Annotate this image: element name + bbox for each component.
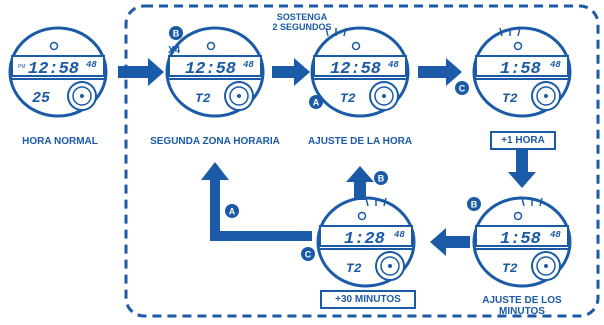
label-hora-normal: HORA NORMAL (22, 136, 98, 147)
button-b-marker-3: B (374, 171, 388, 185)
svg-text:48: 48 (394, 230, 405, 240)
setting-mode-frame (124, 4, 600, 318)
button-c-marker-1: C (455, 81, 469, 95)
svg-text:A: A (313, 98, 320, 108)
watch-ajuste-minutos: 1:58 48 T2 (472, 196, 572, 288)
svg-text:1:58: 1:58 (500, 60, 541, 79)
sostenga-label: SOSTENGA 2 SEGUNDOS (272, 12, 332, 32)
arrow-ajuste-hora-to-mas-una (418, 58, 462, 86)
svg-text:12:58: 12:58 (185, 60, 236, 79)
arrow-down-to-ajuste-minutos (508, 150, 536, 188)
svg-text:C: C (459, 84, 466, 94)
svg-text:12:58: 12:58 (330, 60, 381, 79)
label-segunda-zona: SEGUNDA ZONA HORARIA (150, 136, 280, 147)
label-mas-30-minutos: +30 MINUTOS (320, 290, 416, 309)
button-a-marker-2: A (225, 204, 239, 218)
svg-text:48: 48 (243, 60, 254, 70)
button-b-marker-2: B (467, 197, 481, 211)
watch-mas-una-hora: 1:58 48 T2 (472, 26, 572, 118)
svg-text:48: 48 (550, 230, 561, 240)
svg-text:T2: T2 (195, 91, 211, 106)
arrow-up-to-ajuste-hora (346, 166, 374, 200)
button-b-marker-1: B (169, 26, 183, 40)
svg-text:T2: T2 (340, 91, 356, 106)
svg-text:T2: T2 (502, 261, 518, 276)
svg-text:48: 48 (86, 60, 97, 70)
watch-hora-normal: PM 12:58 48 25 (8, 26, 108, 118)
button-a-marker-1: A (309, 95, 323, 109)
svg-text:C: C (305, 250, 312, 260)
arrow-return-to-segunda (201, 162, 312, 241)
label-mas-una-hora: +1 HORA (490, 131, 556, 150)
svg-text:12:58: 12:58 (28, 60, 79, 79)
svg-text:B: B (471, 200, 478, 210)
arrow-normal-to-segunda (118, 58, 164, 86)
svg-text:48: 48 (388, 60, 399, 70)
svg-text:T2: T2 (346, 261, 362, 276)
button-c-marker-2: C (301, 247, 315, 261)
watch-segunda-zona: 12:58 48 T2 (165, 26, 265, 118)
svg-text:B: B (173, 29, 180, 39)
label-ajuste-minutos: AJUSTE DE LOS MINUTOS (482, 295, 562, 317)
svg-text:48: 48 (550, 60, 561, 70)
x4-label: X4 (168, 45, 181, 56)
label-ajuste-hora: AJUSTE DE LA HORA (307, 136, 413, 147)
svg-text:25: 25 (32, 90, 50, 107)
watch-mas-30-minutos: 1:28 48 T2 (316, 196, 416, 288)
svg-text:1:28: 1:28 (344, 230, 385, 249)
svg-text:T2: T2 (502, 91, 518, 106)
svg-text:A: A (229, 207, 236, 217)
svg-text:B: B (378, 174, 385, 184)
svg-text:PM: PM (18, 64, 26, 70)
svg-text:1:58: 1:58 (500, 230, 541, 249)
arrow-segunda-to-ajuste-hora (272, 58, 310, 86)
arrow-ajuste-minutos-to-mas-30 (430, 228, 470, 256)
watch-ajuste-hora: 12:58 48 T2 (310, 26, 410, 118)
